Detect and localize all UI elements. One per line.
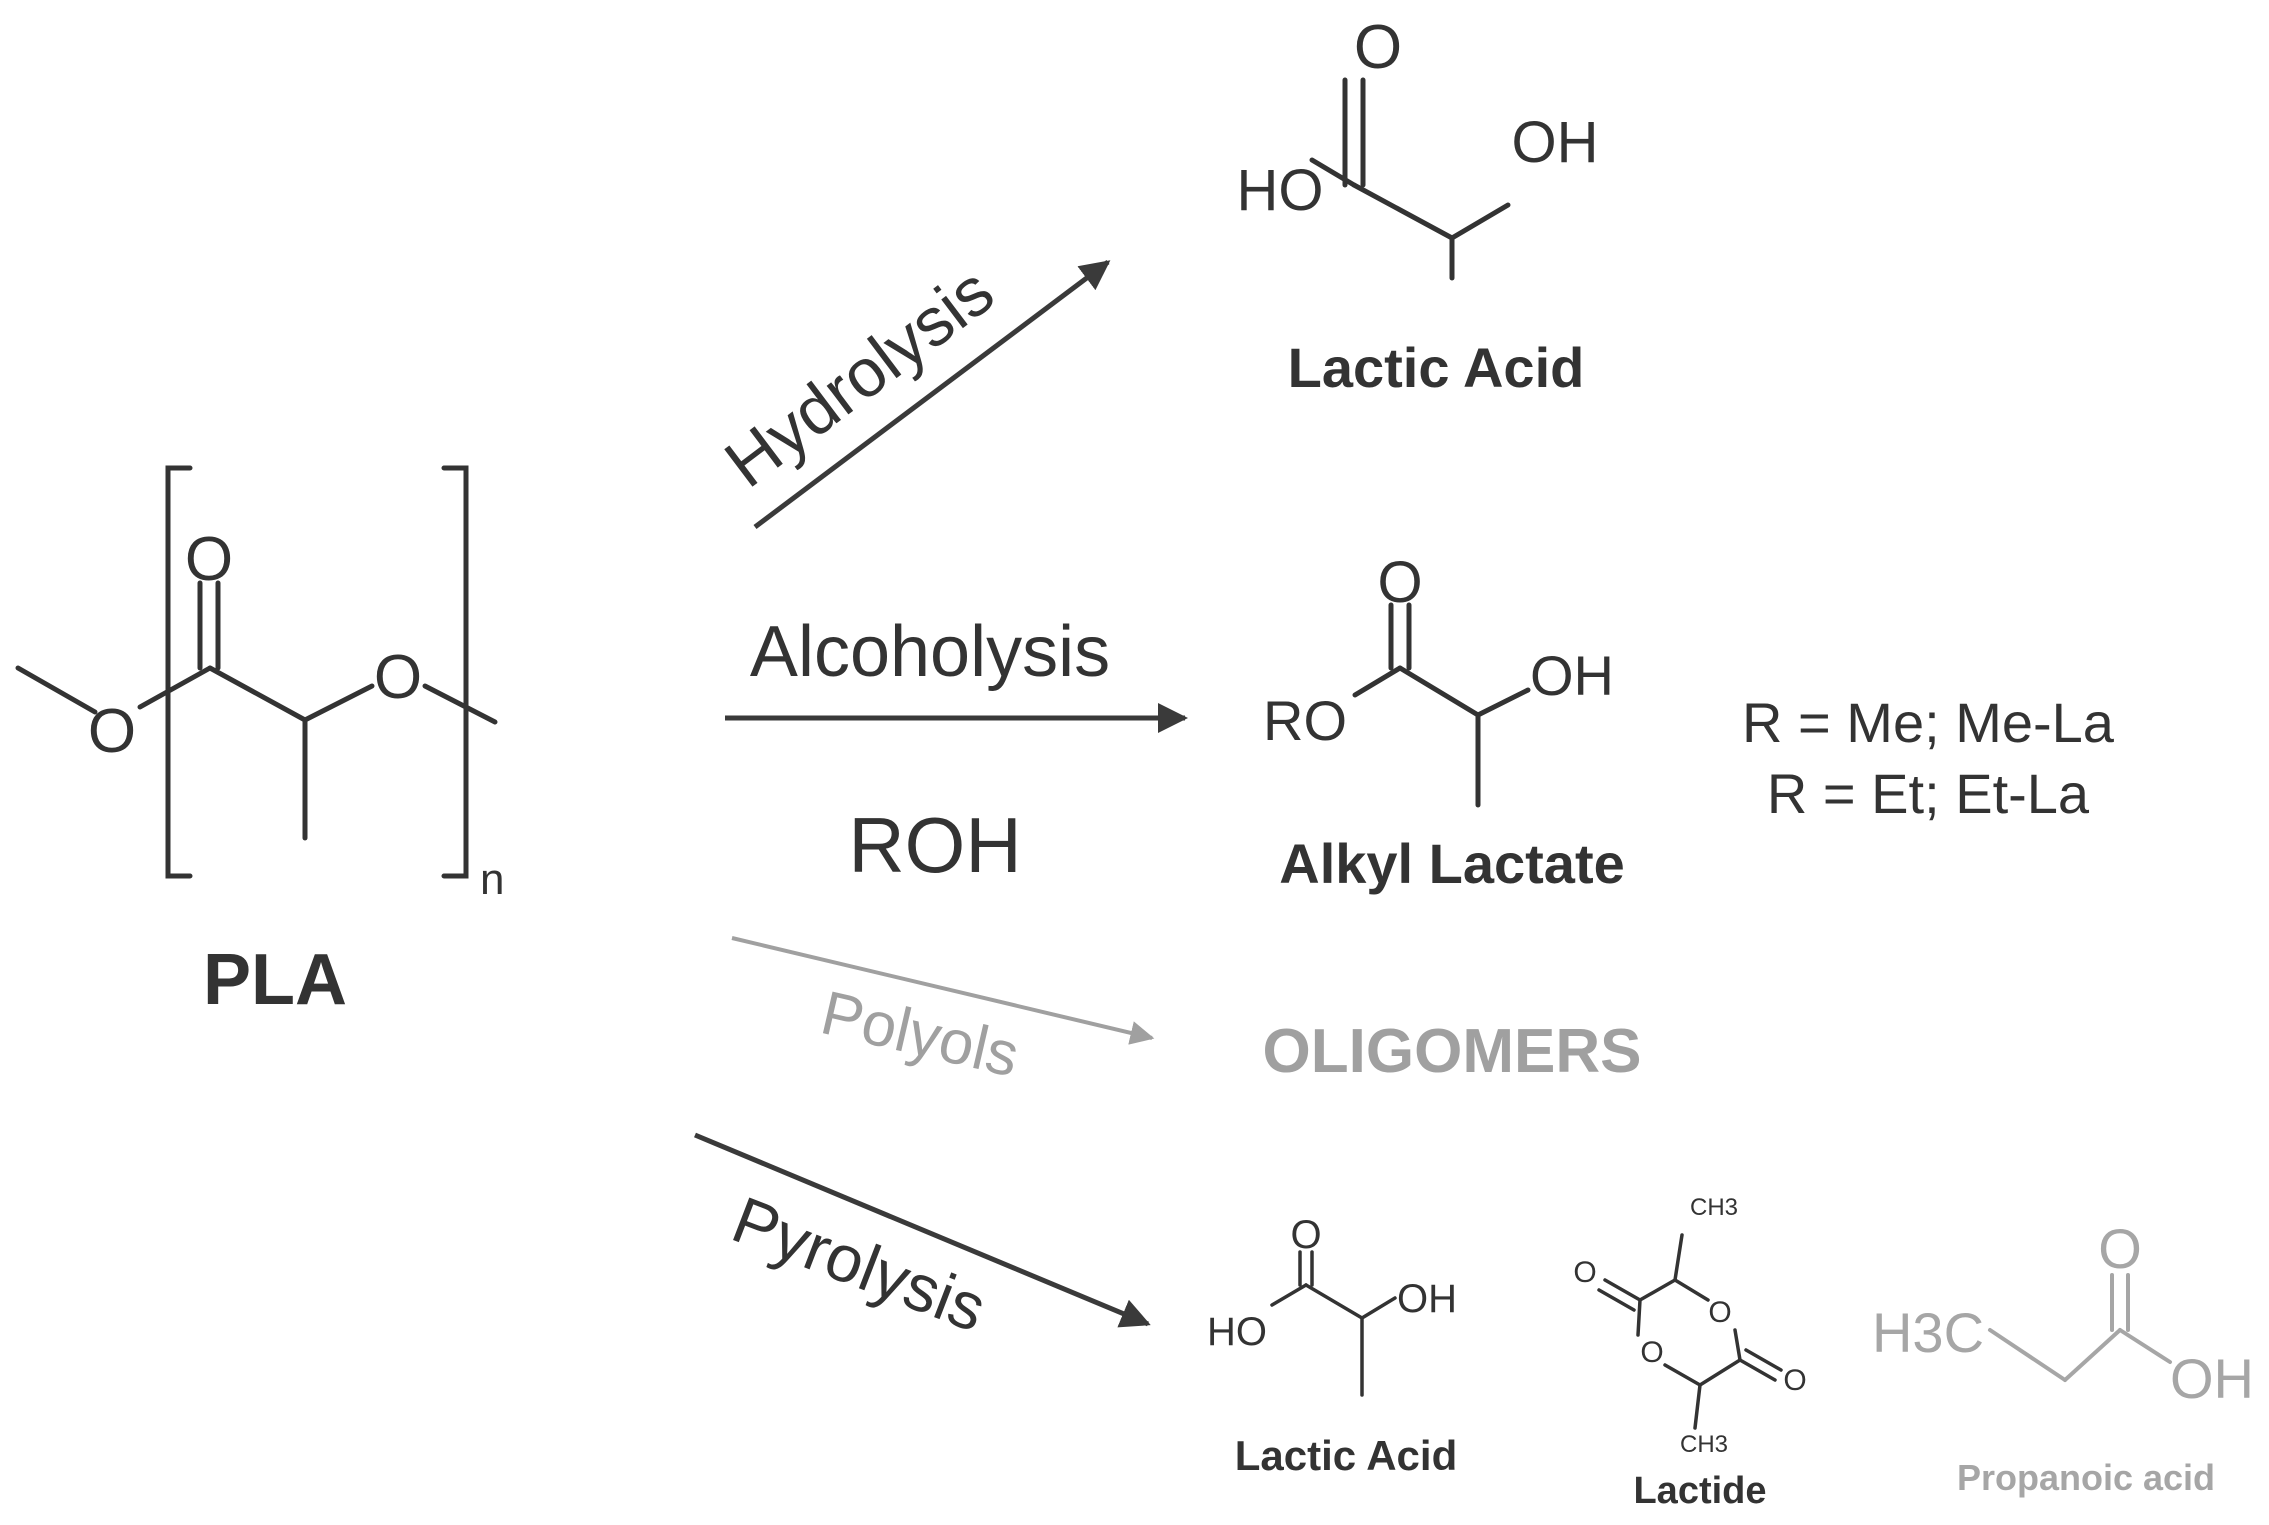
polyols-label: Polyols — [815, 978, 1025, 1090]
lactide-methyl-bond-top — [1673, 1233, 1684, 1282]
pla-bracket-right — [441, 465, 469, 879]
pla-structure: O O O n PLA — [15, 465, 504, 1020]
pyro-lactic-acid-bond-c-ch — [1304, 1283, 1364, 1320]
pyrolysis-lactic-acid-structure: O HO OH Lactic Acid — [1207, 1213, 1457, 1479]
alkyl-lactate-r-group-methyl: R = Me; Me-La — [1742, 691, 2115, 754]
lactide-exo-bond-right-a — [1738, 1358, 1777, 1382]
alkyl-lactate-label: Alkyl Lactate — [1279, 832, 1625, 895]
pla-end-bond-left — [15, 665, 98, 715]
pla-bond-o-carbonyl — [137, 665, 213, 710]
alcoholysis-path: Alcoholysis ROH — [725, 612, 1188, 889]
lactide-methyl-bottom: CH3 — [1680, 1431, 1728, 1458]
lactide-ring-bond-1 — [1638, 1278, 1677, 1302]
pla-chain-oxygen-left: O — [88, 697, 136, 766]
lactide-ring-bond-4 — [1698, 1358, 1742, 1387]
lactide-methyl-top: CH3 — [1690, 1194, 1738, 1221]
propanoic-acid-bond-ch3-ch2 — [1988, 1328, 2067, 1382]
lactide-label: Lactide — [1633, 1470, 1766, 1512]
propanoic-acid-bond-ch2-c — [2063, 1328, 2122, 1382]
lactic-acid-alcohol-oh: OH — [1512, 110, 1599, 175]
alkyl-lactate-bond-ch-oh — [1475, 687, 1531, 718]
alkyl-lactate-bond-c-ch — [1397, 665, 1481, 718]
lactide-ring-bond-6 — [1636, 1298, 1642, 1337]
alkyl-lactate-r-group-ethyl: R = Et; Et-La — [1767, 762, 2090, 825]
lactide-exo-oxygen-left: O — [1573, 1256, 1596, 1289]
pyrolysis-arrow — [694, 1132, 1151, 1328]
lactic-acid-structure: O HO OH Lactic Acid — [1237, 13, 1599, 399]
hydrolysis-label: Hydrolysis — [711, 253, 1007, 502]
lactide-structure: CH3 CH3 O O O O Lactide — [1573, 1194, 1806, 1512]
pla-bracket-left — [165, 465, 193, 879]
lactide-ring-bond-3 — [1733, 1328, 1742, 1362]
propanoic-acid-carbonyl-oxygen: O — [2098, 1217, 2142, 1280]
lactic-acid-bond-ch-oh — [1449, 202, 1511, 241]
propanoic-acid-structure: O H3C OH Propanoic acid — [1872, 1217, 2254, 1498]
lactide-exo-bond-right-b — [1744, 1348, 1783, 1372]
alkyl-lactate-bond-c-or — [1352, 665, 1403, 698]
pla-bond-ch-o — [302, 683, 375, 723]
polyols-path: Polyols — [731, 936, 1155, 1091]
pyro-lactic-acid-alcohol-oh: OH — [1397, 1277, 1457, 1321]
alkyl-lactate-ester-or: RO — [1263, 689, 1347, 752]
pyro-lactic-acid-label: Lactic Acid — [1235, 1432, 1458, 1479]
lactide-ring-bond-2 — [1673, 1278, 1710, 1302]
lactide-ring-oxygen-bottom: O — [1640, 1336, 1663, 1369]
pla-end-bond-right — [422, 683, 498, 725]
pyrolysis-label: Pyrolysis — [723, 1182, 996, 1346]
pyro-lactic-acid-bond-c-oh — [1270, 1283, 1308, 1307]
polyols-arrow — [731, 936, 1155, 1045]
lactide-exo-oxygen-right: O — [1783, 1364, 1806, 1397]
hydrolysis-path: Hydrolysis — [711, 253, 1111, 529]
alcoholysis-reagent: ROH — [848, 801, 1021, 889]
pla-chain-oxygen-right: O — [374, 643, 422, 712]
propanoic-acid-bond-c-oh — [2118, 1328, 2172, 1364]
propanoic-acid-methyl: H3C — [1872, 1301, 1984, 1364]
propanoic-acid-label: Propanoic acid — [1957, 1457, 2215, 1498]
lactic-acid-acid-oh: HO — [1237, 158, 1324, 223]
lactide-exo-bond-left-b — [1597, 1288, 1636, 1312]
pyro-lactic-acid-acid-oh: HO — [1207, 1310, 1267, 1354]
pyro-lactic-acid-bond-ch-oh — [1360, 1296, 1397, 1320]
lactic-acid-bond-c-ch — [1351, 182, 1455, 241]
hydrolysis-arrow — [753, 260, 1111, 529]
lactic-acid-label: Lactic Acid — [1288, 336, 1585, 399]
lactide-methyl-bond-bottom — [1693, 1383, 1702, 1430]
pla-repeat-index: n — [480, 855, 504, 904]
lactic-acid-carbonyl-oxygen: O — [1354, 13, 1402, 82]
lactide-ring-oxygen-top: O — [1708, 1296, 1731, 1329]
alcoholysis-label: Alcoholysis — [750, 612, 1110, 692]
alkyl-lactate-carbonyl-oxygen: O — [1377, 550, 1422, 615]
pla-carbonyl-oxygen: O — [185, 525, 233, 594]
pla-label: PLA — [203, 940, 347, 1020]
propanoic-acid-acid-oh: OH — [2170, 1347, 2254, 1410]
lactide-ring-bond-5 — [1663, 1363, 1702, 1387]
lactic-acid-bond-c-oh — [1309, 157, 1357, 188]
pyrolysis-path: Pyrolysis — [694, 1132, 1151, 1346]
pyro-lactic-acid-carbonyl-oxygen: O — [1290, 1213, 1321, 1257]
lactide-exo-bond-left-a — [1603, 1278, 1642, 1302]
oligomers-label: OLIGOMERS — [1263, 1017, 1642, 1086]
alkyl-lactate-alcohol-oh: OH — [1530, 644, 1614, 707]
pla-bond-carbonyl-ch — [207, 665, 308, 723]
alkyl-lactate-structure: O RO OH Alkyl Lactate R = Me; Me-La R = … — [1263, 550, 2115, 895]
